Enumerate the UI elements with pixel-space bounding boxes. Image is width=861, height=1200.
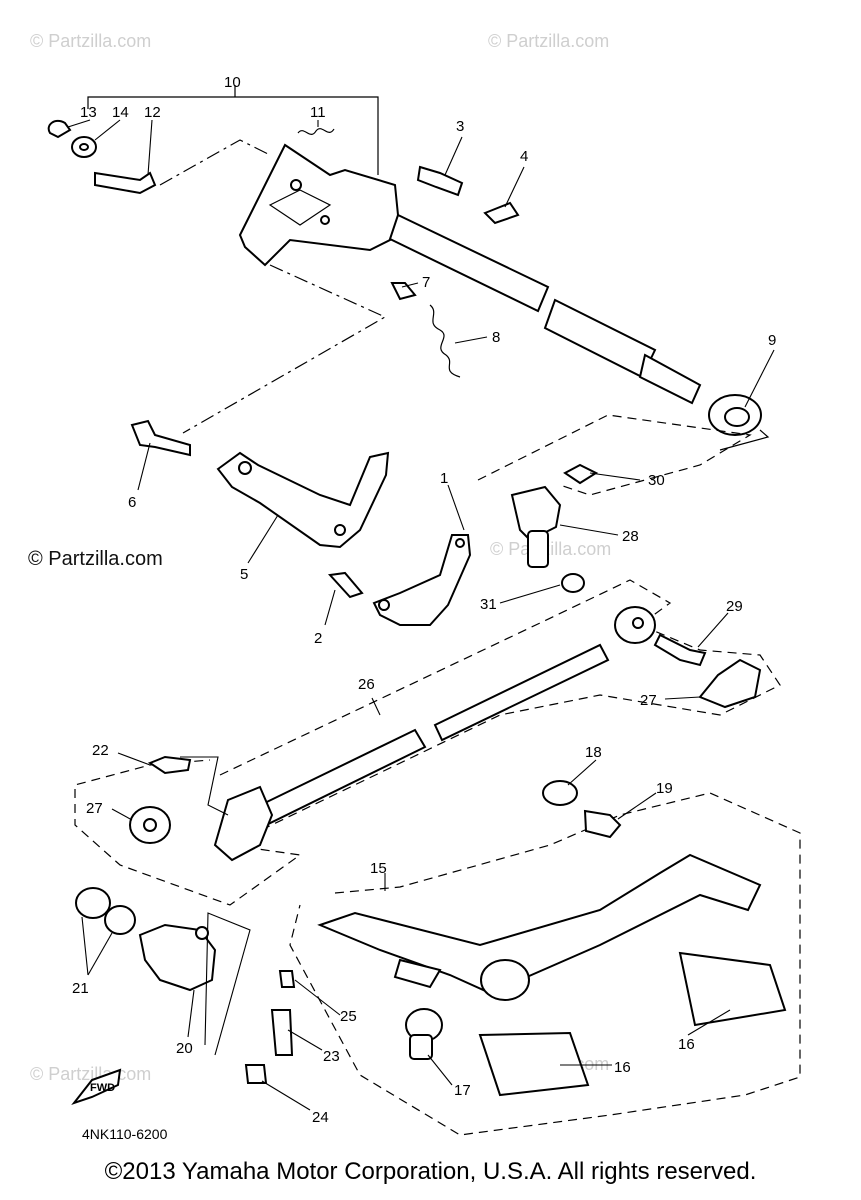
callout-6: 6 (128, 494, 136, 511)
callout-8: 8 (492, 329, 500, 346)
shift-shaft-assembly (47, 85, 770, 626)
callout-26: 26 (358, 676, 375, 693)
callout-3: 3 (456, 118, 464, 135)
pedal-assembly: FWD 4NK110-6200 (71, 780, 801, 1142)
callout-12: 12 (144, 104, 161, 121)
callout-7: 7 (422, 274, 430, 291)
callout-13: 13 (80, 104, 97, 121)
watermark-center: © Partzilla.com (490, 539, 611, 559)
callout-20: 20 (176, 1040, 193, 1057)
callout-2: 2 (314, 630, 322, 647)
leader-lines (67, 119, 775, 1111)
callout-27-left: 27 (86, 800, 103, 817)
callout-21: 21 (72, 980, 89, 997)
watermark-left-middle: © Partzilla.com (28, 548, 163, 570)
callout-25: 25 (340, 1008, 357, 1025)
watermark-top-right: © Partzilla.com (488, 31, 609, 51)
fwd-label: FWD (90, 1082, 115, 1094)
callout-16-bottom: 16 (614, 1059, 631, 1076)
callout-4: 4 (520, 148, 528, 165)
callout-14: 14 (112, 104, 129, 121)
callout-22: 22 (92, 742, 109, 759)
copyright-notice: ©2013 Yamaha Motor Corporation, U.S.A. A… (104, 1158, 757, 1185)
callouts: 10 13 14 12 11 3 4 7 8 9 6 1 30 28 5 31 … (72, 74, 776, 1126)
callout-19: 19 (656, 780, 673, 797)
callout-31: 31 (480, 596, 497, 613)
watermark-top-left: © Partzilla.com (30, 31, 151, 51)
callout-9: 9 (768, 332, 776, 349)
diagram-code: 4NK110-6200 (82, 1126, 168, 1142)
callout-27-right: 27 (640, 692, 657, 709)
callout-11: 11 (310, 104, 326, 121)
shift-rod-assembly (74, 414, 781, 906)
callout-5: 5 (240, 566, 248, 583)
callout-17: 17 (454, 1082, 471, 1099)
callout-18: 18 (585, 744, 602, 761)
callout-15: 15 (370, 860, 387, 877)
callout-23: 23 (323, 1048, 340, 1065)
callout-30: 30 (648, 472, 665, 489)
callout-29: 29 (726, 598, 743, 615)
callout-1: 1 (440, 470, 448, 487)
callout-28: 28 (622, 528, 639, 545)
callout-16-right: 16 (678, 1036, 695, 1053)
callout-24: 24 (312, 1109, 329, 1126)
callout-10: 10 (224, 74, 241, 91)
